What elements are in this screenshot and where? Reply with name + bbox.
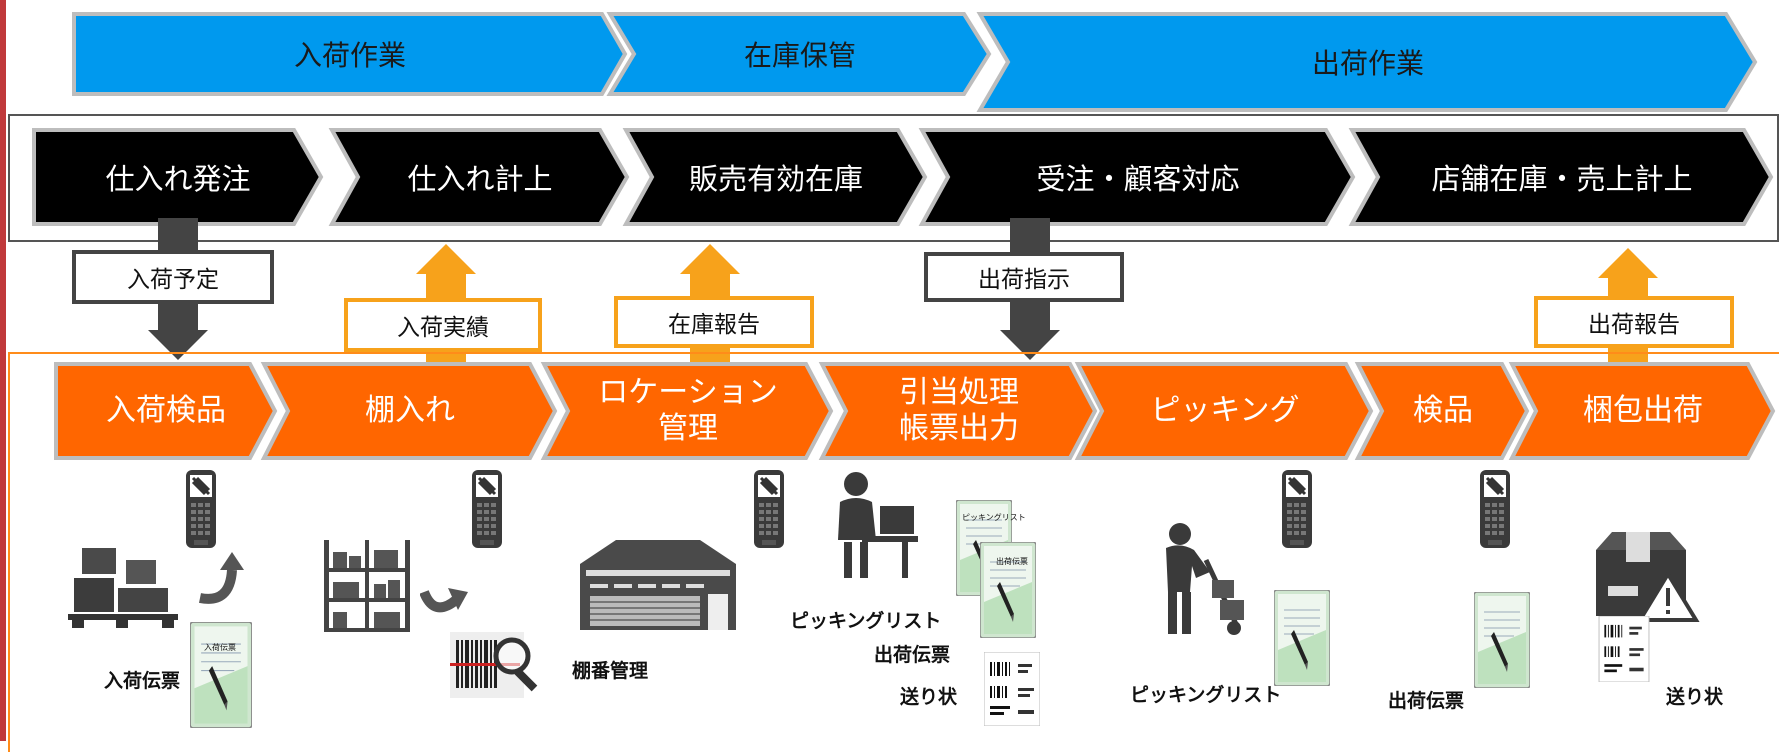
doc-label-shipping-slip: 出荷伝票 <box>874 644 951 666</box>
message-shipping-report: 出荷報告 <box>1534 296 1734 348</box>
system-step-available-stock: 販売有効在庫 <box>622 128 928 226</box>
message-receiving-result: 入荷実績 <box>344 298 542 352</box>
warehouse-step-location-line2: 管理 <box>658 411 718 446</box>
handheld-scanner-icon <box>470 470 504 550</box>
message-receiving-schedule: 入荷予定 <box>72 250 274 304</box>
doc-label-shipping-slip: 出荷伝票 <box>1388 690 1465 712</box>
clipboard-icon <box>1474 592 1530 688</box>
doc-header-shipping: 出荷伝票 <box>996 557 1028 566</box>
warehouse-step-shelving: 棚入れ <box>260 362 558 460</box>
package-warning-icon <box>1596 532 1700 622</box>
shelf-rack-icon <box>324 540 410 632</box>
doc-label-shelf-management: 棚番管理 <box>572 660 649 682</box>
phase-shipping: 出荷作業 <box>976 12 1758 112</box>
worker-handtruck-icon <box>1166 523 1244 635</box>
warehouse-step-allocation: 引当処理 帳票出力 <box>818 362 1098 460</box>
warehouse-step-inspection-label: 入荷検品 <box>106 393 226 428</box>
message-inventory-report: 在庫報告 <box>614 296 814 348</box>
doc-label-delivery-label: 送り状 <box>900 686 958 708</box>
handheld-scanner-icon <box>1280 470 1314 550</box>
system-step-purchase-order: 仕入れ発注 <box>32 128 324 226</box>
left-frame-line <box>0 0 6 741</box>
warehouse-step-check: 検品 <box>1354 362 1530 460</box>
curved-arrow-icon <box>420 588 468 613</box>
system-step-store-stock-sales: 店舗在庫・売上計上 <box>1348 128 1774 226</box>
system-frame <box>8 114 1779 242</box>
warehouse-step-picking: ピッキング <box>1074 362 1374 460</box>
handheld-scanner-icon <box>752 470 786 550</box>
shipping-label-icon <box>1598 616 1650 682</box>
warehouse-building-icon <box>580 540 736 630</box>
doc-label-delivery-label: 送り状 <box>1666 686 1724 708</box>
warehouse-step-picking-label: ピッキング <box>1150 393 1300 428</box>
system-step-order-customer: 受注・顧客対応 <box>918 128 1356 226</box>
warehouse-step-packing-label: 梱包出荷 <box>1583 393 1703 428</box>
warehouse-step-check-label: 検品 <box>1413 393 1473 428</box>
warehouse-step-location: ロケーション 管理 <box>540 362 834 460</box>
message-shipping-instruction: 出荷指示 <box>924 252 1124 302</box>
doc-label-picking-list: ピッキングリスト <box>790 610 942 632</box>
warehouse-step-location-line1: ロケーション <box>598 375 778 410</box>
pallet-boxes-icon <box>68 548 178 628</box>
curved-arrow-icon <box>199 552 244 604</box>
shipping-label-icon <box>984 652 1040 726</box>
system-step-store-stock-sales-label: 店舗在庫・売上計上 <box>1431 162 1693 196</box>
doc-label-receiving-slip: 入荷伝票 <box>104 670 181 692</box>
warehouse-frame <box>8 352 1779 752</box>
handheld-scanner-icon <box>1478 470 1512 550</box>
phase-storage: 在庫保管 <box>606 12 992 96</box>
system-step-order-customer-label: 受注・顧客対応 <box>1036 162 1240 196</box>
clipboard-icon <box>190 622 252 728</box>
system-step-available-stock-label: 販売有効在庫 <box>688 162 863 196</box>
clipboard-icon <box>1274 590 1330 686</box>
phase-receiving: 入荷作業 <box>72 12 628 96</box>
warehouse-step-shelving-label: 棚入れ <box>365 393 455 428</box>
warehouse-step-allocation-line2: 帳票出力 <box>899 411 1019 446</box>
system-step-purchase-order-label: 仕入れ発注 <box>105 162 251 196</box>
warehouse-step-allocation-line1: 引当処理 <box>899 375 1019 410</box>
doc-label-picking-list: ピッキングリスト <box>1130 684 1282 706</box>
system-step-purchase-record: 仕入れ計上 <box>328 128 630 226</box>
office-worker-icon <box>838 472 918 578</box>
phase-shipping-label: 出荷作業 <box>1311 47 1424 80</box>
barcode-magnifier-icon <box>450 632 538 698</box>
warehouse-step-packing: 梱包出荷 <box>1508 362 1776 460</box>
phase-storage-label: 在庫保管 <box>743 39 856 72</box>
doc-header-receiving: 入荷伝票 <box>204 643 236 652</box>
handheld-scanner-icon <box>184 470 218 550</box>
system-step-purchase-record-label: 仕入れ計上 <box>407 162 553 196</box>
doc-header-picking: ピッキングリスト <box>962 513 1026 522</box>
warehouse-step-inspection: 入荷検品 <box>54 362 278 460</box>
phase-receiving-label: 入荷作業 <box>293 39 406 72</box>
